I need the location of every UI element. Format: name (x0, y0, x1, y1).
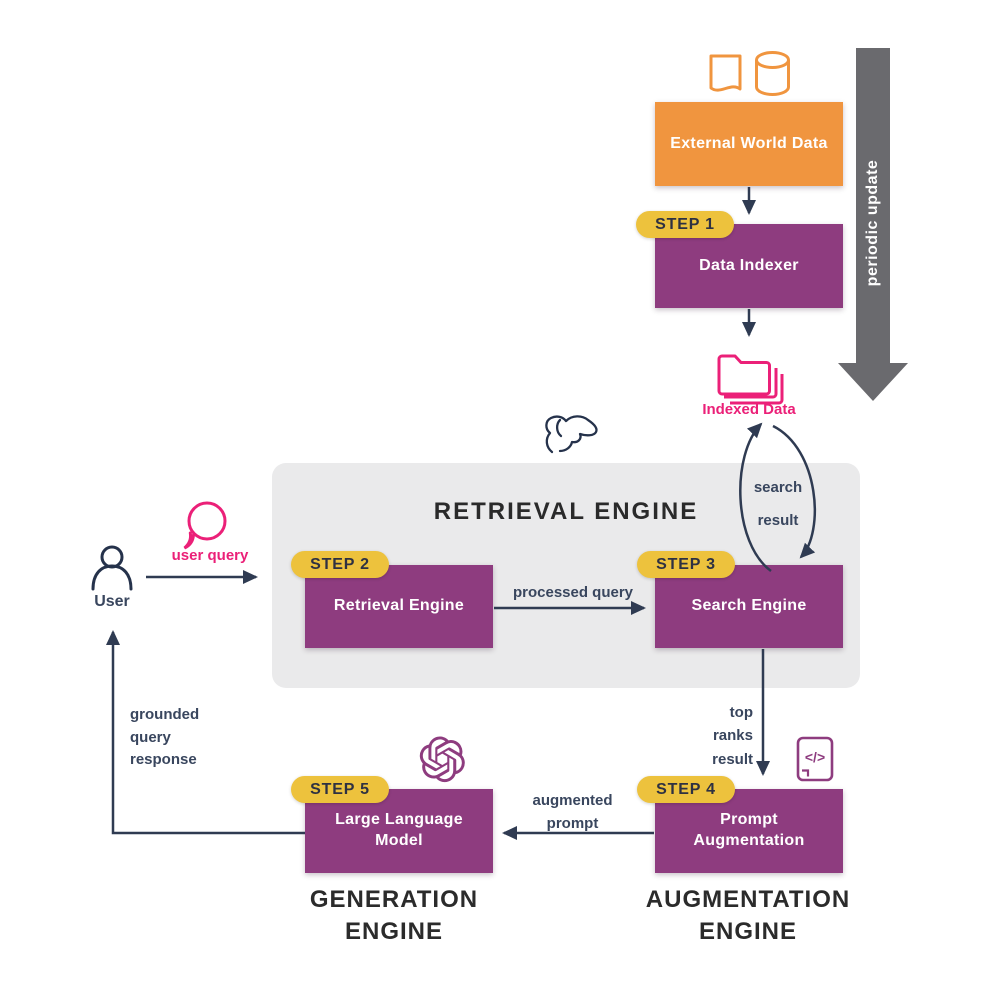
search-engine-box: Search Engine (655, 565, 843, 648)
user-icon (91, 545, 133, 591)
step2-badge: STEP 2 (291, 551, 389, 578)
step4-badge: STEP 4 (637, 776, 735, 803)
grounded-query-response-label: grounded query response (130, 706, 200, 768)
openai-logo-icon (419, 736, 465, 783)
database-icon (755, 51, 790, 96)
folder-stack-icon (717, 354, 784, 405)
user-label: User (94, 593, 130, 610)
large-language-model-box: Large Language Model (305, 789, 493, 873)
external-world-data-box: External World Data (655, 102, 843, 186)
document-icon (709, 54, 742, 92)
periodic-update-label: periodic update (864, 159, 881, 287)
search-label: search (753, 479, 803, 496)
code-glyph: </> (804, 749, 826, 765)
step5-badge: STEP 5 (291, 776, 389, 803)
step3-badge: STEP 3 (637, 551, 735, 578)
data-indexer-box: Data Indexer (655, 224, 843, 308)
top-ranks-result-label: top ranks result (712, 704, 753, 768)
prompt-augmentation-box: Prompt Augmentation (655, 789, 843, 873)
indexed-data-label: Indexed Data (702, 401, 796, 418)
user-query-label: user query (171, 547, 249, 564)
retrieval-engine-box: Retrieval Engine (305, 565, 493, 648)
augmentation-engine-caption: AUGMENTATION ENGINE (645, 886, 851, 945)
retriever-dog-icon (545, 415, 598, 454)
speech-bubble-icon (183, 501, 227, 550)
step1-badge: STEP 1 (636, 211, 734, 238)
augmented-prompt-label: augmented prompt (532, 792, 613, 832)
generation-engine-caption: GENERATION ENGINE (309, 886, 479, 945)
retrieval-engine-title: RETRIEVAL ENGINE (433, 498, 699, 525)
processed-query-label: processed query (512, 584, 634, 601)
result-label: result (757, 512, 799, 529)
